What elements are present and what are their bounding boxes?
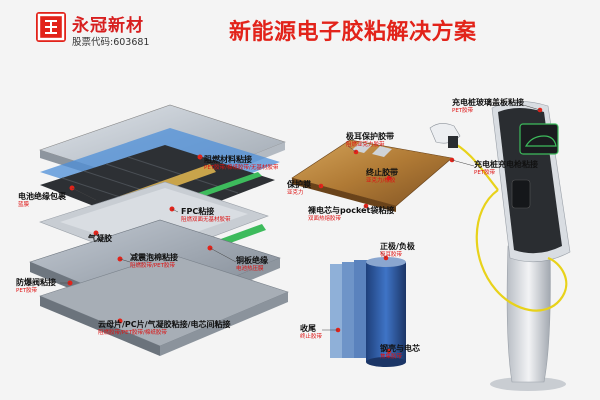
page-title: 新能源电子胶粘解决方案 <box>229 20 477 45</box>
brand-name: 永冠新材 <box>72 16 144 36</box>
label-fpc: FPC粘接 阻燃双面无基材胶带 <box>181 207 231 223</box>
label-copper-insulation: 铜板绝缘 电池热压膜 <box>236 256 268 272</box>
label-steel-shell: 钢壳与电芯 焦集胶带 <box>380 344 420 360</box>
company-logo <box>36 12 66 42</box>
battery-pack-illustration <box>29 104 289 356</box>
label-aerogel: 气凝胶 <box>88 234 112 243</box>
label-flame-retardant: 阻燃材料粘接 PET胶带/棉纸胶带/无基材胶带 <box>204 155 279 171</box>
label-shock-foam: 减震泡棉粘接 阻燃胶带/PET胶带 <box>130 253 178 269</box>
leader-lines <box>60 103 541 352</box>
logo-mark-icon <box>37 13 65 41</box>
label-pouch-bonding: 裸电芯与pocket袋粘接 双面热熔胶带 <box>308 206 395 222</box>
label-tab-protection: 极耳保护胶带 阻燃亚克力胶带 <box>346 132 394 148</box>
label-mica-pc: 云母片/PC片/气凝胶粘接/电芯间粘接 阻燃胶带/PET胶带/棉纸胶带 <box>98 320 231 336</box>
label-termination-tape: 终止胶带 亚克力/橡胶 <box>366 168 398 184</box>
label-protective-film: 保护膜 亚克力 <box>287 180 311 196</box>
label-explosion-valve: 防爆阀粘接 PET胶带 <box>16 278 56 294</box>
label-cell-insulation: 电池绝缘包裹 蓝膜 <box>18 192 66 208</box>
label-charger-gun: 充电桩充电枪粘接 PET胶带 <box>474 160 538 176</box>
pouch-cell-illustration <box>291 139 453 212</box>
label-end-wrap: 收尾 终止胶带 <box>300 324 323 340</box>
label-positive-negative: 正极/负极 极耳胶带 <box>380 242 415 258</box>
charging-station-illustration <box>429 101 571 391</box>
label-charger-glass: 充电桩玻璃盖板粘接 PET胶带 <box>452 98 524 114</box>
cylindrical-cell-illustration <box>330 255 406 367</box>
stock-code: 股票代码:603681 <box>72 37 150 48</box>
